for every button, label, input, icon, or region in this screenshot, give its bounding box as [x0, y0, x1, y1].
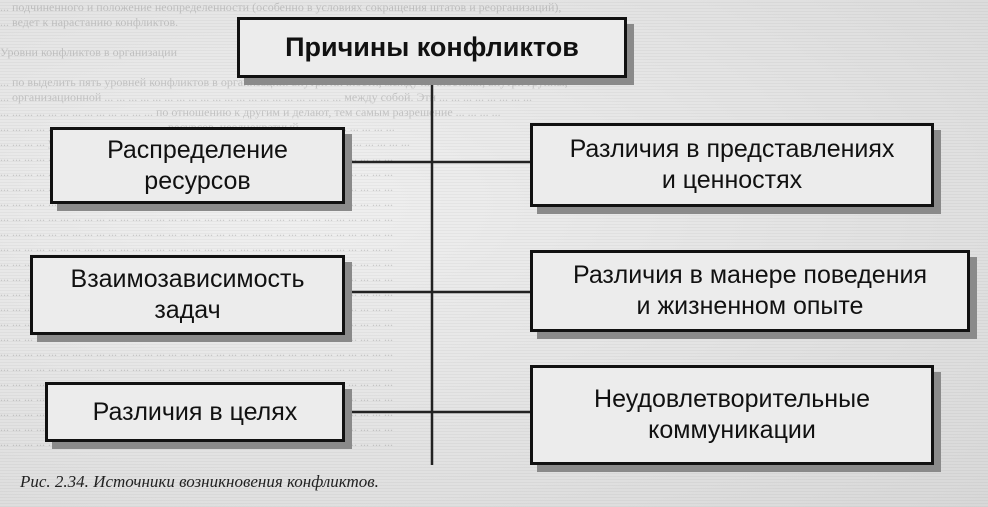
bleed-through-line: ... ведет к нарастанию конфликтов. — [0, 15, 179, 29]
cause-label: Неудовлетворительные коммуникации — [594, 385, 870, 444]
bleed-through-line: ... ... ... ... ... ... ... ... ... ... … — [0, 360, 393, 374]
figure-caption: Рис. 2.34. Источники возникновения конфл… — [20, 472, 379, 491]
cause-box-behavior-differences: Различия в манере поведения и жизненном … — [530, 250, 970, 332]
cause-label: Различия в целях — [92, 397, 298, 426]
diagram-title-box: Причины конфликтов — [237, 17, 627, 78]
cause-box-goal-differences: Различия в целях — [45, 382, 345, 442]
bleed-through-line: Уровни конфликтов в организации — [0, 45, 177, 59]
cause-label: Различия в представлениях и ценностях — [569, 135, 895, 194]
bleed-through-line: ... ... ... ... ... ... ... ... ... ... … — [0, 345, 393, 359]
bleed-through-line: ... ... ... ... ... ... ... ... ... ... … — [0, 105, 501, 119]
cause-box-poor-communication: Неудовлетворительные коммуникации — [530, 365, 934, 465]
cause-label: Различия в манере поведения и жизненном … — [572, 261, 928, 320]
cause-label: Взаимозависимость задач — [70, 265, 305, 324]
cause-box-resource-allocation: Распределение ресурсов — [50, 127, 345, 204]
bleed-through-line: ... ... ... ... ... ... ... ... ... ... … — [0, 210, 393, 224]
bleed-through-line: ... организационной ... ... ... ... ... … — [0, 90, 533, 104]
bleed-through-line: ... ... ... ... ... ... ... ... ... ... … — [0, 225, 393, 239]
cause-box-values-differences: Различия в представлениях и ценностях — [530, 123, 934, 207]
cause-label: Распределение ресурсов — [107, 135, 288, 195]
bleed-through-line: ... ... ... ... ... ... ... ... ... ... … — [0, 240, 393, 254]
cause-box-task-interdependence: Взаимозависимость задач — [30, 255, 345, 335]
bleed-through-line: ... по выделить пять уровней конфликтов … — [0, 75, 568, 89]
diagram-title: Причины конфликтов — [285, 32, 579, 62]
bleed-through-line: ... подчиненного и положение неопределен… — [0, 0, 562, 14]
